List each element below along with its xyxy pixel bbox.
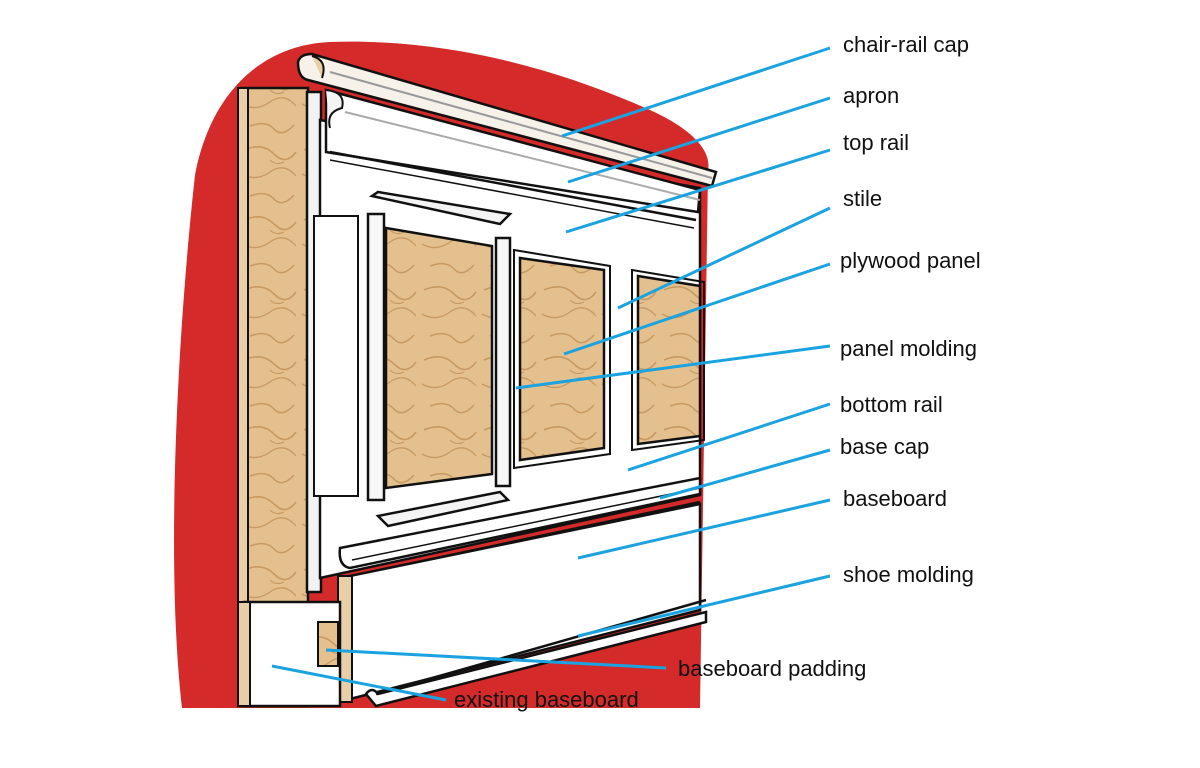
chair-rail-cap-shape (296, 52, 718, 188)
stile-left (313, 215, 359, 497)
leader-bottom-rail (627, 402, 831, 472)
leader-stile (617, 206, 831, 310)
label-bottom-rail: bottom rail (840, 392, 943, 417)
leader-existing-baseboard (271, 664, 447, 702)
leader-shoe-molding (577, 574, 831, 638)
label-baseboard: baseboard (843, 486, 947, 511)
label-chair-rail-cap: chair-rail cap (843, 32, 969, 57)
plywood-panel-3 (636, 274, 702, 446)
label-stile: stile (843, 186, 883, 211)
label-panel-molding: panel molding (840, 336, 977, 361)
leader-base-cap (659, 448, 831, 500)
label-existing-baseboard: existing baseboard (454, 687, 639, 712)
plywood-panel-1 (384, 226, 494, 490)
label-plywood-panel: plywood panel (840, 248, 981, 273)
shoe-molding-shape (364, 610, 708, 708)
panel-molding-bottom (375, 490, 511, 528)
leader-panel-molding (515, 344, 831, 390)
plywood-panel-2 (518, 256, 606, 462)
panel-molding-vertical-1 (366, 212, 386, 502)
label-baseboard-padding: baseboard padding (678, 656, 867, 681)
label-apron: apron (843, 83, 900, 108)
leader-apron (567, 96, 831, 184)
leader-baseboard-padding (325, 648, 667, 670)
leader-lines (271, 46, 831, 702)
base-cap-shape (338, 476, 702, 570)
label-base-cap: base cap (840, 434, 930, 459)
panel-molding-vertical-2 (494, 236, 512, 488)
leader-chair-rail-cap (561, 46, 831, 138)
label-top-rail: top rail (843, 130, 910, 155)
leader-top-rail (565, 148, 831, 234)
leader-plywood-panel (563, 262, 831, 356)
baseboard-padding-shape (317, 621, 339, 667)
apron-shape (324, 88, 702, 214)
panel-molding-top (368, 190, 513, 226)
leader-baseboard (577, 498, 831, 560)
label-shoe-molding: shoe molding (843, 562, 974, 587)
